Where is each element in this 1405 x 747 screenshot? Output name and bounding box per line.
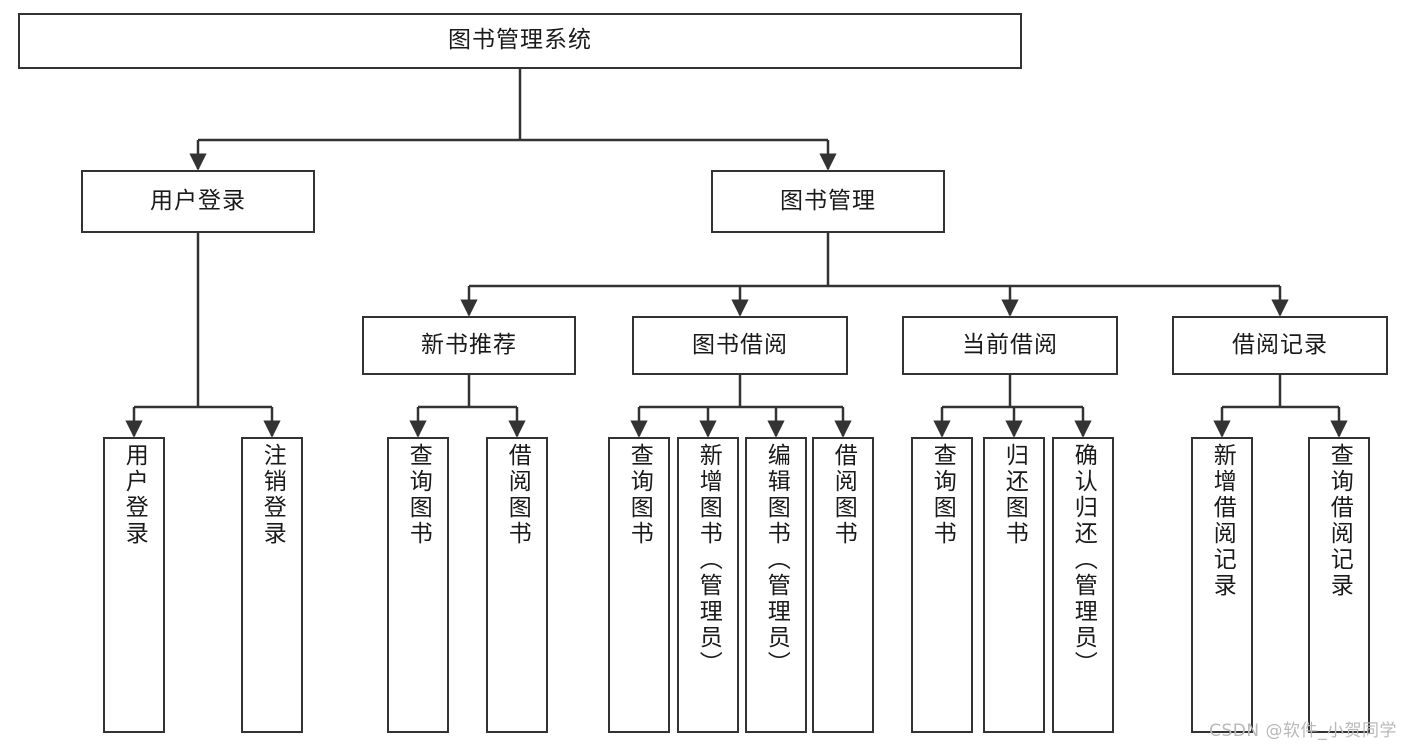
watermark-text: CSDN @软件_小贺同学: [1209, 721, 1397, 741]
node-login[interactable]: 用户登录: [81, 170, 315, 233]
node-leaf-lend-b[interactable]: 借阅图书: [812, 437, 874, 733]
node-label: 借阅图书: [504, 443, 531, 547]
node-leaf-query-r[interactable]: 查询借阅记录: [1308, 437, 1370, 733]
node-leaf-logout[interactable]: 注销登录: [241, 437, 303, 733]
node-leaf-confirm-c[interactable]: 确认归还（管理员）: [1052, 437, 1114, 733]
node-newbooks[interactable]: 新书推荐: [362, 316, 576, 375]
node-label: 借阅图书: [830, 443, 857, 547]
node-label: 图书管理系统: [448, 27, 592, 54]
node-label: 借阅记录: [1232, 331, 1328, 358]
node-label: 用户登录: [150, 187, 246, 214]
node-borrow[interactable]: 图书借阅: [632, 316, 848, 375]
node-label: 查询图书: [929, 443, 956, 547]
node-leaf-return-c[interactable]: 归还图书: [983, 437, 1045, 733]
node-leaf-query-nb[interactable]: 查询图书: [387, 437, 449, 733]
node-label: 图书管理: [780, 187, 876, 214]
node-label: 新增借阅记录: [1209, 443, 1236, 599]
node-leaf-borrow-nb[interactable]: 借阅图书: [486, 437, 548, 733]
node-label: 确认归还（管理员）: [1070, 443, 1097, 677]
node-current[interactable]: 当前借阅: [902, 316, 1118, 375]
node-label: 注销登录: [259, 443, 286, 547]
node-label: 查询图书: [405, 443, 432, 547]
node-leaf-edit-b[interactable]: 编辑图书（管理员）: [745, 437, 807, 733]
node-label: 新增图书（管理员）: [695, 443, 722, 677]
node-label: 用户登录: [121, 443, 148, 547]
node-bookmgmt[interactable]: 图书管理: [711, 170, 945, 233]
node-label: 归还图书: [1001, 443, 1028, 547]
node-records[interactable]: 借阅记录: [1172, 316, 1388, 375]
node-label: 图书借阅: [692, 331, 788, 358]
node-label: 新书推荐: [421, 331, 517, 358]
node-leaf-query-c[interactable]: 查询图书: [911, 437, 973, 733]
node-leaf-add-b[interactable]: 新增图书（管理员）: [677, 437, 739, 733]
node-label: 编辑图书（管理员）: [763, 443, 790, 677]
node-leaf-add-r[interactable]: 新增借阅记录: [1191, 437, 1253, 733]
node-label: 查询图书: [626, 443, 653, 547]
node-label: 当前借阅: [962, 331, 1058, 358]
node-label: 查询借阅记录: [1326, 443, 1353, 599]
node-leaf-query-b[interactable]: 查询图书: [608, 437, 670, 733]
node-root[interactable]: 图书管理系统: [18, 13, 1022, 69]
node-leaf-login[interactable]: 用户登录: [103, 437, 165, 733]
